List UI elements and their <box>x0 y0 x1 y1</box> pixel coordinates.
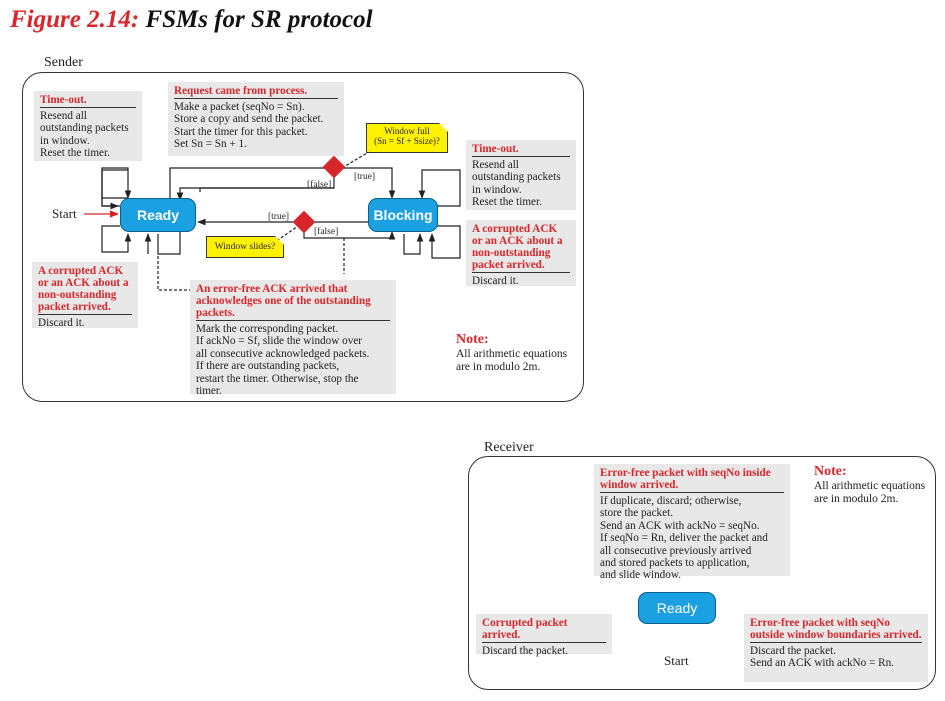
errorfree-line: Mark the corresponding packet. <box>196 323 339 335</box>
window-full-line1: Window full <box>384 126 430 136</box>
request-line: Start the timer for this packet. <box>174 125 308 138</box>
corrupted-packet-box: Corrupted packet arrived. Discard the pa… <box>476 614 612 657</box>
timeout-ready-line: Resend all <box>40 110 87 122</box>
errorfree-ack-box: An error-free ACK arrived that acknowled… <box>190 280 396 398</box>
timeout-ready-heading: Time-out. <box>40 94 136 108</box>
request-line: Store a copy and send the packet. <box>174 113 324 126</box>
outside-heading: Error-free packet with seqNo outside win… <box>750 617 922 643</box>
timeout-blocking-line: outstanding packets <box>472 171 561 184</box>
receiver-start-label: Start <box>664 653 689 668</box>
request-box: Request came from process. Make a packet… <box>168 82 344 156</box>
timeout-ready-line: Reset the timer. <box>40 147 110 160</box>
corrupted-ready-heading: A corrupted ACK or an ACK about a non-ou… <box>38 265 132 315</box>
figure-number: Figure 2.14: <box>10 6 140 33</box>
figure-caption: FSMs for SR protocol <box>145 6 373 33</box>
figure-title: Figure 2.14: FSMs for SR protocol <box>10 6 373 34</box>
sender-label: Sender <box>44 55 83 70</box>
sender-note-heading: Note: <box>456 332 489 347</box>
window-full-note: Window full (Sn = Sf + Ssize)? <box>366 123 448 153</box>
inside-line: all consecutive previously arrived <box>600 544 752 557</box>
state-ready: Ready <box>120 198 196 232</box>
timeout-blocking-box: Time-out. Resend all outstanding packets… <box>466 140 576 210</box>
window-full-line2: (Sn = Sf + Ssize)? <box>374 136 440 146</box>
sender-start-label: Start <box>52 206 77 221</box>
errorfree-line: timer. <box>196 385 222 398</box>
errorfree-line: all consecutive acknowledged packets. <box>196 347 370 360</box>
sender-note-line: are in modulo 2m. <box>456 361 541 373</box>
receiver-label: Receiver <box>484 440 534 455</box>
corrupted-blocking-box: A corrupted ACK or an ACK about a non-ou… <box>466 220 576 287</box>
corrupted-ready-box: A corrupted ACK or an ACK about a non-ou… <box>32 262 138 329</box>
guard-false-top: [false] <box>307 180 332 190</box>
corrupted-packet-heading: Corrupted packet arrived. <box>482 617 606 643</box>
corrupted-ready-line: Discard it. <box>38 317 85 329</box>
outside-line: Discard the packet. <box>750 645 837 657</box>
inside-window-box: Error-free packet with seqNo inside wind… <box>594 464 790 581</box>
timeout-ready-box: Time-out. Resend all outstanding packets… <box>34 91 142 161</box>
inside-line: If seqNo = Rn, deliver the packet and <box>600 532 768 545</box>
corrupted-blocking-heading: A corrupted ACK or an ACK about a non-ou… <box>472 223 570 273</box>
outside-line: Send an ACK with ackNo = Rn. <box>750 657 894 670</box>
timeout-ready-line: in window. <box>40 134 90 147</box>
errorfree-line: If there are outstanding packets, <box>196 360 340 373</box>
inside-line: store the packet. <box>600 507 673 520</box>
inside-line: and stored packets to application, <box>600 557 750 570</box>
request-line: Make a packet (seqNo = Sn). <box>174 101 305 113</box>
corrupted-blocking-line: Discard it. <box>472 275 519 287</box>
guard-true-mid: [true] <box>268 212 290 222</box>
errorfree-line: restart the timer. Otherwise, stop the <box>196 372 359 385</box>
guard-true-top: [true] <box>354 172 376 182</box>
receiver-note: Note: All arithmetic equations are in mo… <box>814 464 930 506</box>
inside-line: If duplicate, discard; otherwise, <box>600 495 742 507</box>
request-line: Set Sn = Sn + 1. <box>174 138 247 151</box>
guard-false-mid: [false] <box>314 227 339 237</box>
receiver-state-ready: Ready <box>638 592 716 624</box>
timeout-blocking-heading: Time-out. <box>472 143 570 157</box>
request-heading: Request came from process. <box>174 85 338 99</box>
timeout-blocking-line: Reset the timer. <box>472 196 542 209</box>
sender-note-line: All arithmetic equations <box>456 348 568 360</box>
timeout-blocking-line: in window. <box>472 183 522 196</box>
state-blocking: Blocking <box>368 198 438 232</box>
errorfree-heading: An error-free ACK arrived that acknowled… <box>196 283 390 321</box>
errorfree-line: If ackNo = Sf, slide the window over <box>196 335 363 348</box>
timeout-ready-line: outstanding packets <box>40 122 129 135</box>
inside-line: and slide window. <box>600 569 681 582</box>
receiver-note-heading: Note: <box>814 464 847 479</box>
inside-line: Send an ACK with ackNo = seqNo. <box>600 519 760 532</box>
corrupted-packet-line: Discard the packet. <box>482 645 569 657</box>
receiver-note-line: are in modulo 2m. <box>814 493 899 505</box>
receiver-note-line: All arithmetic equations <box>814 480 926 492</box>
window-slides-note: Window slides? <box>206 236 284 258</box>
sender-note: Note: All arithmetic equations are in mo… <box>456 332 576 374</box>
outside-window-box: Error-free packet with seqNo outside win… <box>744 614 928 682</box>
timeout-blocking-line: Resend all <box>472 159 519 171</box>
inside-heading: Error-free packet with seqNo inside wind… <box>600 467 784 493</box>
